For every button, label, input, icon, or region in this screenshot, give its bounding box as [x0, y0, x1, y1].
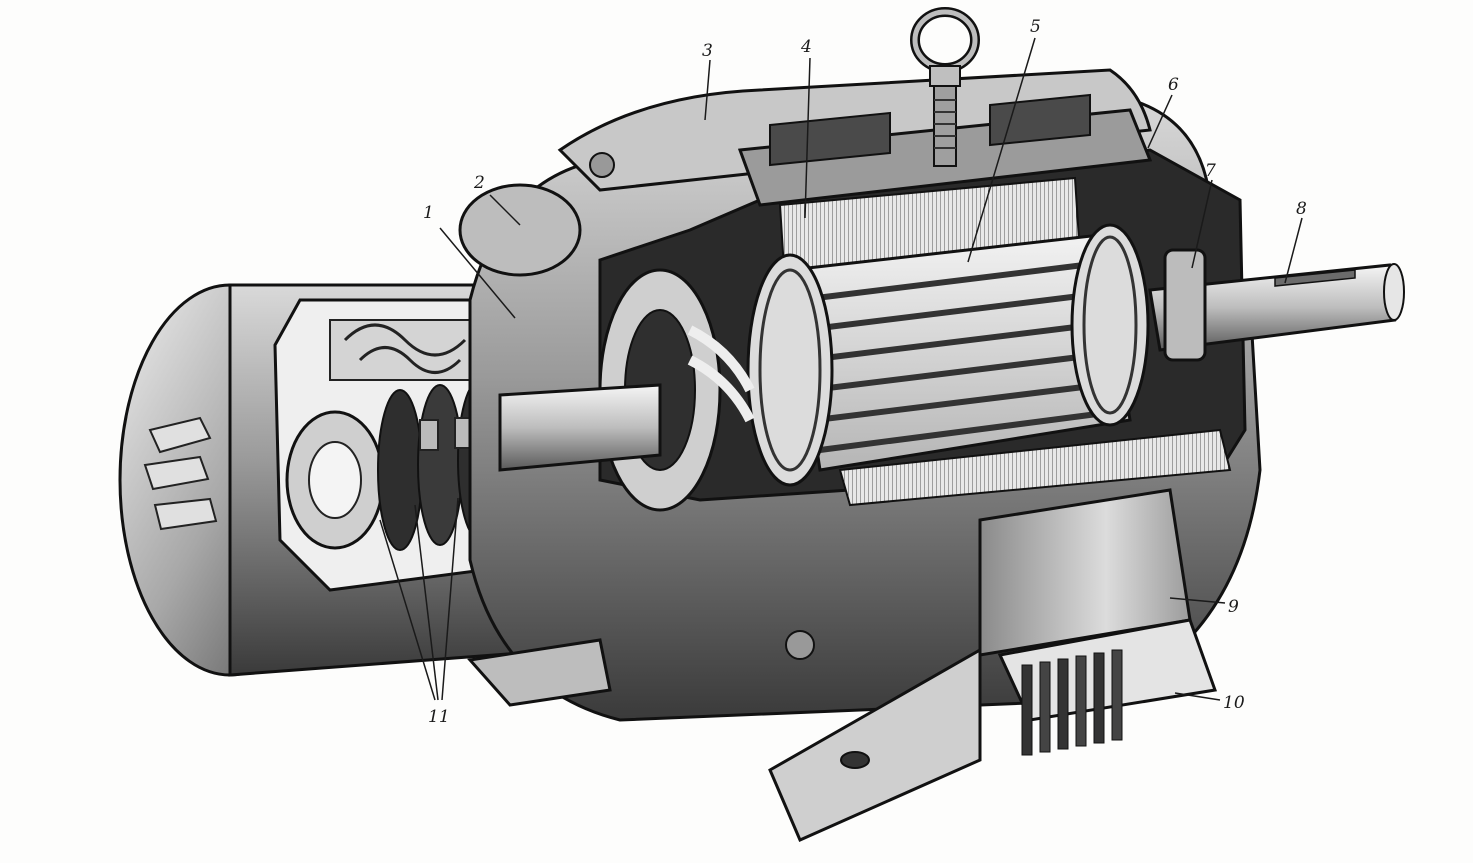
callout-8: 8 [1296, 199, 1307, 219]
callout-1: 1 [423, 203, 434, 223]
callout-2: 2 [473, 173, 485, 193]
callout-3: 3 [702, 41, 713, 61]
callout-6: 6 [1168, 75, 1179, 95]
callout-9: 9 [1228, 597, 1239, 617]
leader-lines [379, 37, 1303, 701]
shaft [498, 248, 1405, 472]
lifting-eye-bolt [910, 7, 980, 167]
callout-4: 4 [800, 37, 812, 57]
callout-10: 10 [1223, 693, 1245, 713]
terminal-box [978, 488, 1218, 756]
callout-11: 11 [428, 707, 450, 727]
callout-5: 5 [1030, 17, 1041, 37]
callout-7: 7 [1205, 161, 1216, 181]
callout-labels: 1 2 3 4 5 6 7 8 9 10 11 [423, 17, 1307, 727]
mounting-feet [467, 638, 982, 842]
terminal-leads [1021, 649, 1123, 756]
